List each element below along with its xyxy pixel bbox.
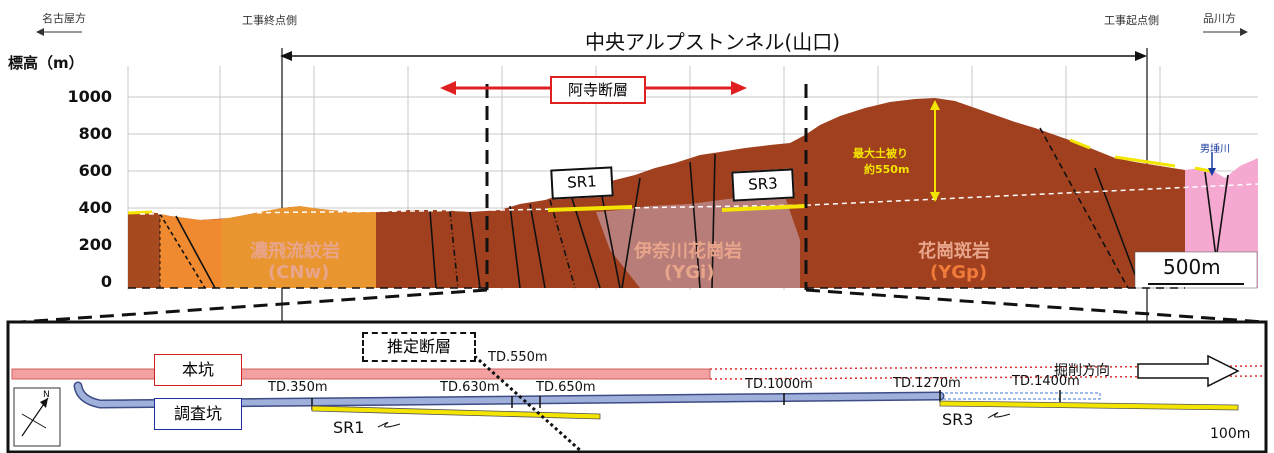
y-axis-label: 標高（m） xyxy=(8,54,84,72)
estimated-fault-label: 推定断層 xyxy=(362,332,476,362)
tunnel-route-line xyxy=(139,183,1259,215)
direction-left-label: 名古屋方 xyxy=(42,12,86,25)
main-tunnel-bar xyxy=(11,368,711,380)
scale-bar-label: 500m xyxy=(1163,255,1221,279)
survey-tunnel-planned xyxy=(939,392,1101,400)
inagawa-granite-body xyxy=(596,194,800,288)
estimated-fault-line xyxy=(469,350,583,453)
river-label: 男埵川 xyxy=(1200,144,1230,155)
y-tick-400: 400 xyxy=(78,198,112,217)
north-arrow-box xyxy=(13,387,61,447)
td-630: TD.630m xyxy=(440,380,500,395)
direction-right-label: 品川方 xyxy=(1203,12,1236,25)
survey-tunnel-label: 調査坑 xyxy=(154,398,242,430)
start-side-label: 工事起点側 xyxy=(1104,14,1159,27)
excavation-direction-arrow xyxy=(1137,354,1240,388)
granite-porphyry-body xyxy=(128,98,1185,288)
y-tick-0: 0 xyxy=(100,272,112,291)
td-1400: TD.1400m xyxy=(1012,374,1080,389)
max-cover-label-line2: 約550m xyxy=(864,163,910,176)
rock2-code: (YGi) xyxy=(664,262,715,283)
surface-deposits xyxy=(127,138,1211,215)
end-side-label: 工事終点側 xyxy=(242,14,297,27)
zoom-line-right xyxy=(805,288,1266,324)
north-label: N xyxy=(43,390,50,400)
excavation-direction-label: 掘削方向 xyxy=(1054,363,1110,379)
td-1270: TD.1270m xyxy=(893,376,961,391)
sr1-profile-label: SR1 xyxy=(550,166,614,200)
y-tick-1000: 1000 xyxy=(67,87,112,106)
y-tick-200: 200 xyxy=(78,235,112,254)
zoom-line-left xyxy=(19,288,488,324)
sr1-segment xyxy=(547,205,633,212)
tunnel-name-title: 中央アルプストンネル(山口) xyxy=(585,30,841,54)
sr3-plan-segment xyxy=(939,400,1239,411)
rock1-name: 濃飛流紋岩 xyxy=(250,241,340,262)
sr3-plan-label: SR3 xyxy=(942,410,974,429)
max-cover-label-line1: 最大土被り xyxy=(853,147,908,160)
plan-scale-label: 100m xyxy=(1210,426,1251,442)
plan-view-frame xyxy=(6,320,1268,453)
sr3-profile-label: SR3 xyxy=(731,168,795,202)
rock2-name: 伊奈川花崗岩 xyxy=(634,241,742,262)
fault-zone-label: 阿寺断層 xyxy=(550,76,646,104)
fault-lines xyxy=(159,127,1229,289)
sr1-plan-segment xyxy=(311,405,601,420)
rhyolite-block-center xyxy=(222,206,376,288)
sr1-plan-label: SR1 xyxy=(333,418,365,437)
y-tick-600: 600 xyxy=(78,161,112,180)
main-tunnel-label: 本坑 xyxy=(154,354,242,386)
rock1-code: (CNw) xyxy=(268,262,330,283)
scale-bar-box xyxy=(1134,251,1258,289)
td-350: TD.350m xyxy=(268,380,328,395)
td-1000: TD.1000m xyxy=(745,377,813,392)
rock3-code: (YGp) xyxy=(930,262,988,283)
td-650: TD.650m xyxy=(536,380,596,395)
rock3-name: 花崗斑岩 xyxy=(918,241,990,262)
y-tick-800: 800 xyxy=(78,124,112,143)
sr3-segment xyxy=(721,204,807,212)
survey-tunnel-bar xyxy=(75,383,943,408)
td-550: TD.550m xyxy=(488,350,548,365)
